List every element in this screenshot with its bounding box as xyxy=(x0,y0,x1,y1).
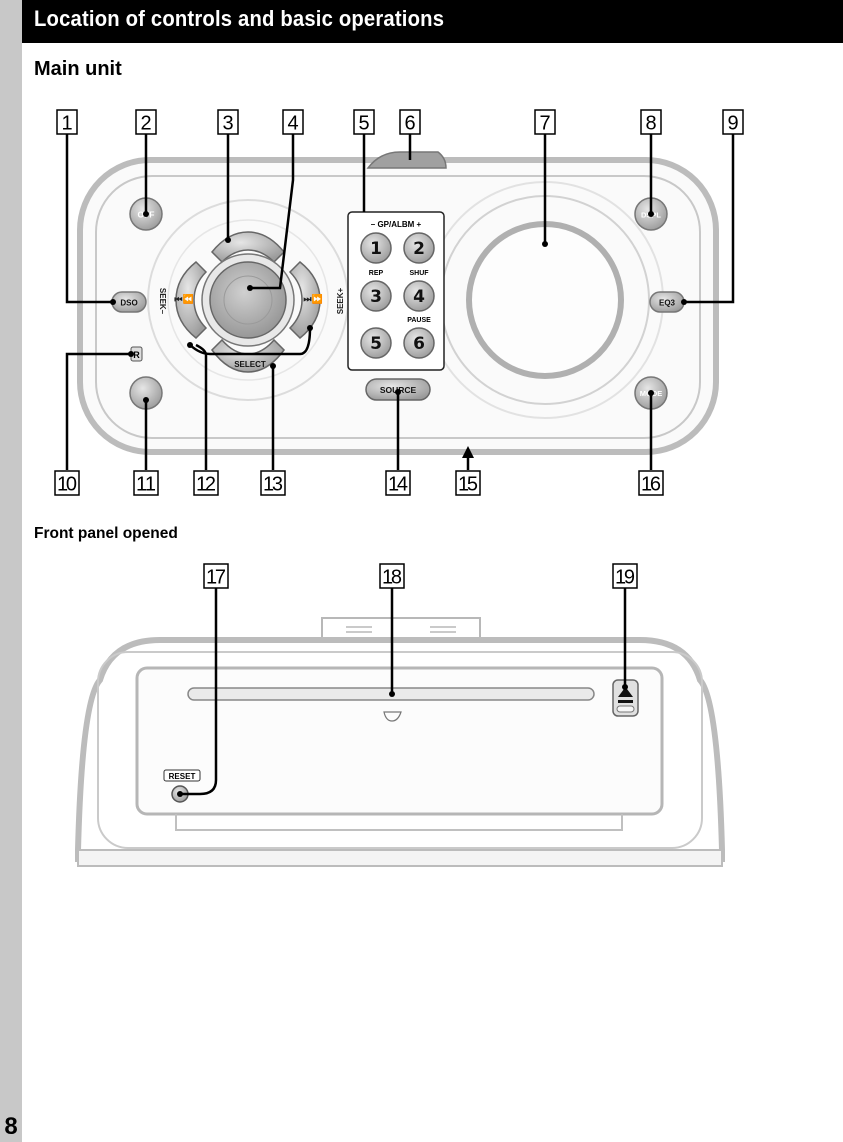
callout-18: 18 xyxy=(379,563,405,589)
preset-number: 3 xyxy=(370,287,382,307)
side-strip xyxy=(0,0,22,1142)
callout-number: 16 xyxy=(641,474,661,496)
page-number: 8 xyxy=(4,1113,18,1140)
preset-number: 5 xyxy=(370,334,382,354)
preset-button-5[interactable]: 5 xyxy=(360,327,392,359)
callout-number: 3 xyxy=(222,113,233,135)
callout-19: 19 xyxy=(612,563,638,589)
section-heading-front-panel: Front panel opened xyxy=(34,525,178,542)
dso-button[interactable]: DSO xyxy=(111,291,147,313)
callout-number: 5 xyxy=(358,113,369,135)
callout-17: 17 xyxy=(203,563,229,589)
callout-12: 12 xyxy=(193,470,219,496)
preset-number: 2 xyxy=(413,239,425,259)
callout-1: 1 xyxy=(56,109,78,135)
callout-number: 15 xyxy=(458,474,478,496)
callout-number: 11 xyxy=(136,474,156,496)
callout-10: 10 xyxy=(54,470,80,496)
svg-text:EQ3: EQ3 xyxy=(659,299,676,308)
callout-13: 13 xyxy=(260,470,286,496)
reset-label-box: RESET xyxy=(163,769,201,782)
seek-next-button[interactable] xyxy=(288,260,321,340)
callout-number: 10 xyxy=(57,474,77,496)
callout-15: 15 xyxy=(455,470,481,496)
select-label: SELECT xyxy=(234,360,266,369)
next-icon: ⏭⏩ xyxy=(303,293,322,304)
callout-16: 16 xyxy=(638,470,664,496)
callout-4: 4 xyxy=(282,109,304,135)
front-leaders xyxy=(180,588,627,796)
eq3-button[interactable]: EQ3 xyxy=(649,291,685,313)
front-top-tab xyxy=(321,617,481,640)
callout-5: 5 xyxy=(353,109,375,135)
shuf-label: SHUF xyxy=(409,270,429,277)
svg-text:DSO: DSO xyxy=(120,299,137,308)
prev-icon: ⏮⏪ xyxy=(174,293,193,304)
callout-number: 8 xyxy=(645,113,656,135)
svg-text:R: R xyxy=(133,350,140,360)
main-leaders xyxy=(65,134,735,470)
control-pad xyxy=(175,231,321,373)
seek-plus-label: SEEK+ xyxy=(336,287,345,314)
preset-button-1[interactable]: 1 xyxy=(360,232,392,264)
pause-label: PAUSE xyxy=(407,317,431,324)
callout-number: 4 xyxy=(287,113,298,135)
callout-number: 14 xyxy=(388,474,408,496)
svg-text:RESET: RESET xyxy=(169,772,196,781)
arrow-15 xyxy=(462,446,474,458)
callout-number: 2 xyxy=(140,113,151,135)
callout-3: 3 xyxy=(217,109,239,135)
rep-label: REP xyxy=(369,270,384,277)
callout-9: 9 xyxy=(722,109,744,135)
gp-albm-label: – GP/ALBM + xyxy=(371,220,422,229)
callout-number: 18 xyxy=(382,567,402,589)
callout-2: 2 xyxy=(135,109,157,135)
top-tab xyxy=(366,151,447,169)
preset-number: 1 xyxy=(370,239,382,259)
leader-dots xyxy=(110,211,687,403)
callout-6: 6 xyxy=(399,109,421,135)
callout-8: 8 xyxy=(640,109,662,135)
callout-number: 17 xyxy=(206,567,226,589)
dial xyxy=(209,261,287,339)
preset-button-6[interactable]: 6 xyxy=(403,327,435,359)
front-body xyxy=(75,637,725,862)
callout-number: 7 xyxy=(539,113,550,135)
callout-number: 19 xyxy=(615,567,635,589)
title-bar: Location of controls and basic operation… xyxy=(22,0,843,43)
seek-prev-button[interactable] xyxy=(175,260,208,340)
callout-number: 9 xyxy=(727,113,738,135)
front-inner xyxy=(97,651,703,849)
eject-icon xyxy=(618,687,633,697)
preset-number: 6 xyxy=(413,334,425,354)
preset-buttons: 1 2 3 4 5 6 xyxy=(360,232,435,359)
section-heading-main-unit: Main unit xyxy=(34,58,122,80)
callout-number: 13 xyxy=(263,474,283,496)
select-button[interactable] xyxy=(211,338,285,373)
callout-14: 14 xyxy=(385,470,411,496)
front-face xyxy=(135,666,664,816)
front-callouts: 17 18 19 xyxy=(203,563,638,589)
callout-7: 7 xyxy=(534,109,556,135)
seek-minus-label: SEEK– xyxy=(158,288,167,315)
preset-button-3[interactable]: 3 xyxy=(360,280,392,312)
page-title: Location of controls and basic operation… xyxy=(34,6,445,31)
callout-number: 1 xyxy=(61,113,72,135)
callout-11: 11 xyxy=(133,470,159,496)
front-panel xyxy=(75,617,725,867)
callout-number: 12 xyxy=(196,474,216,496)
preset-number: 4 xyxy=(413,287,425,307)
preset-button-4[interactable]: 4 xyxy=(403,280,435,312)
preset-button-2[interactable]: 2 xyxy=(403,232,435,264)
remote-sensor: R xyxy=(130,346,143,362)
callout-number: 6 xyxy=(404,113,415,135)
